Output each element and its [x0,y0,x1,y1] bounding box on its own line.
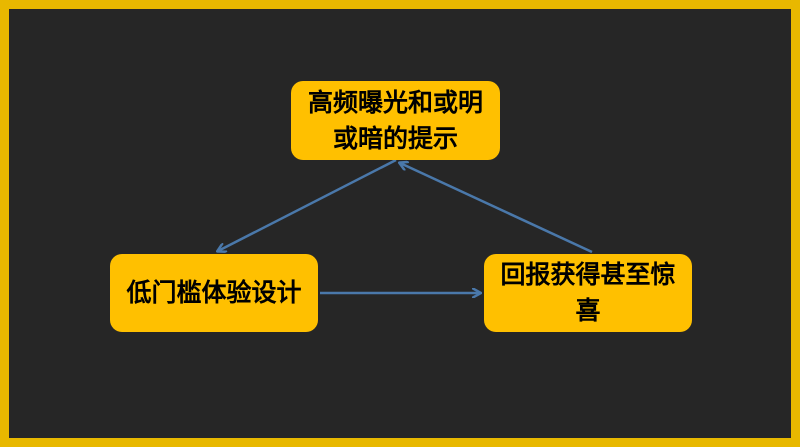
arrow-top-to-left [218,158,397,251]
arrow-right-to-top [400,163,593,254]
node-low-threshold: 低门槛体验设计 [110,254,318,332]
node-frequent-exposure: 高频曝光和或明或暗的提示 [291,81,500,160]
node-reward: 回报获得甚至惊喜 [484,254,692,332]
